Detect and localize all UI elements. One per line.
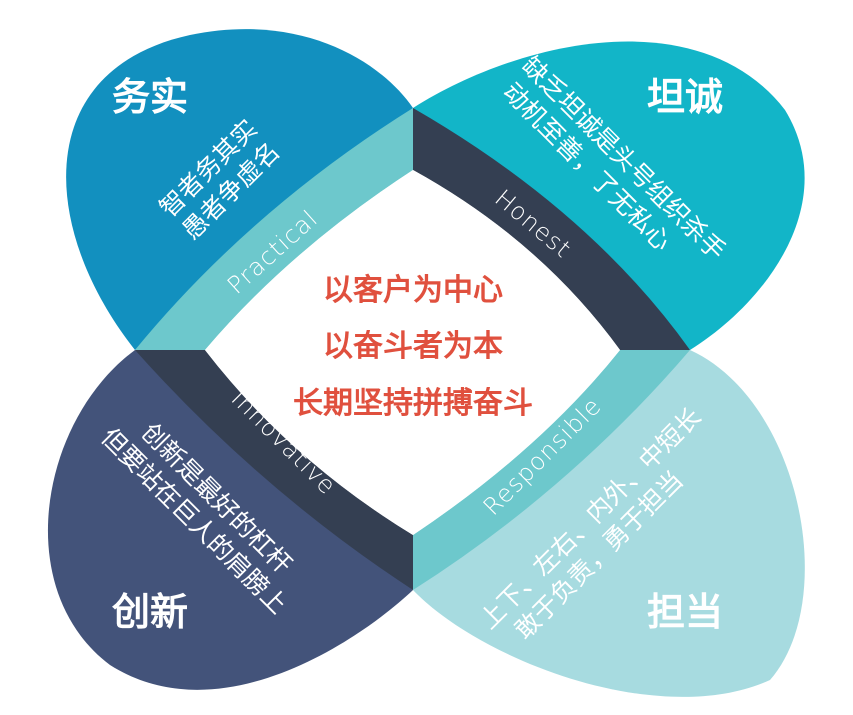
practical-petal (66, 29, 413, 351)
innovative-petal (47, 350, 414, 690)
center-line-3: 长期坚持拼搏奋斗 (293, 386, 533, 421)
practical-title: 务实 (112, 75, 188, 119)
center-line-1: 以客户为中心 (323, 273, 503, 308)
honest-title: 坦诚 (647, 75, 723, 119)
honest-band (413, 108, 690, 350)
innovative-title: 创新 (112, 590, 188, 634)
center-line-2: 以奋斗者为本 (323, 329, 503, 364)
practical-band (135, 108, 413, 350)
innovative-band (135, 350, 413, 590)
honest-petal (413, 41, 805, 350)
responsible-title: 担当 (647, 590, 723, 634)
center-diamond (205, 170, 620, 535)
responsible-petal (413, 350, 805, 697)
responsible-band (413, 350, 690, 590)
